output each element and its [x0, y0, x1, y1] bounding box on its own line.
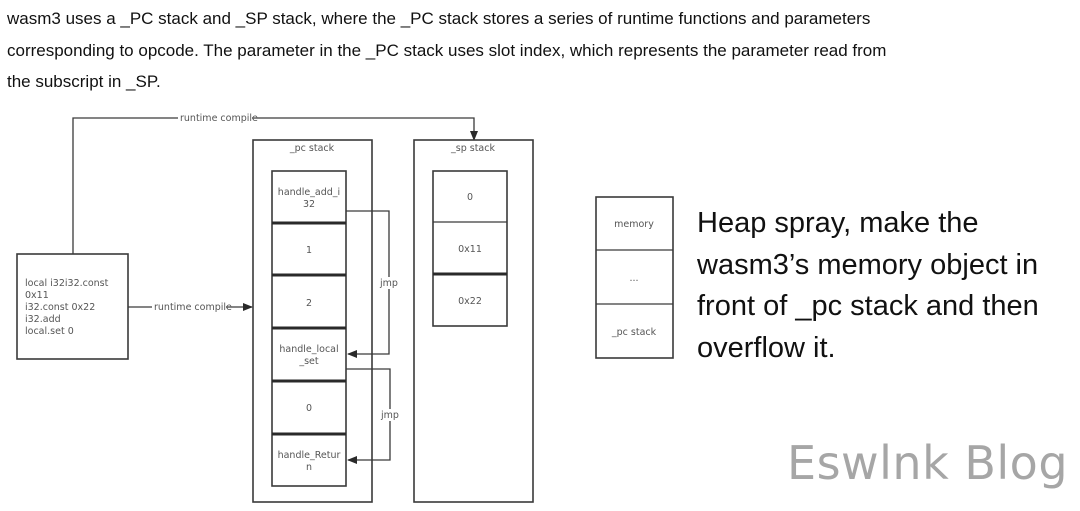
pc-stack-title: _pc stack	[289, 143, 335, 154]
sp-stack: _sp stack 0 0x11 0x22	[413, 139, 534, 503]
sp-cell-value: 0	[467, 192, 473, 203]
pc-cell-value: 1	[306, 245, 312, 256]
edge-label: runtime compile	[154, 302, 232, 313]
intro-line: corresponding to opcode. The parameter i…	[7, 40, 887, 60]
pc-cell-handle-add: handle_add_i	[278, 187, 340, 198]
code-line: i32.add	[25, 314, 61, 325]
intro-line: the subscript in _SP.	[7, 72, 161, 91]
jmp-edge-2: jmp	[346, 368, 399, 464]
jmp-edge-1: jmp	[346, 210, 398, 358]
pc-stack-cell: _pc stack	[611, 327, 657, 338]
runtime-compile-mid-edge: runtime compile	[128, 301, 253, 313]
note-line: front of _pc stack and then	[697, 290, 1039, 322]
pc-cell-handle-return: handle_Retur	[278, 450, 341, 461]
pc-cell-handle-add-cont: 32	[303, 199, 315, 210]
source-code-box: local i32i32.const 0x11 i32.const 0x22 i…	[16, 253, 129, 360]
memory-cell: memory	[614, 219, 654, 230]
note-line: Heap spray, make the	[697, 207, 979, 239]
sp-cell-value: 0x22	[458, 296, 482, 307]
jmp-label: jmp	[380, 410, 399, 421]
code-line: local i32i32.const	[25, 278, 109, 289]
code-line: 0x11	[25, 290, 49, 301]
intro-paragraph: wasm3 uses a _PC stack and _SP stack, wh…	[7, 3, 1077, 98]
watermark: Eswlnk Blog	[787, 436, 1069, 490]
note-line: overflow it.	[697, 331, 836, 364]
pc-stack-cells: handle_add_i 32 1 2 handle_local _set 0 …	[272, 187, 346, 473]
code-line: i32.const 0x22	[25, 302, 95, 313]
heap-spray-note: Heap spray, make the wasm3’s memory obje…	[697, 203, 1039, 369]
pc-cell-value: 0	[306, 403, 312, 414]
pc-stack: _pc stack handle_add_i 32 1 2 handle_loc…	[252, 139, 373, 503]
memory-layout: memory ... _pc stack	[595, 196, 674, 359]
pc-cell-handle-return-cont: n	[306, 462, 312, 473]
intro-line: wasm3 uses a _PC stack and _SP stack, wh…	[7, 9, 871, 28]
edge-label: runtime compile	[180, 113, 258, 124]
runtime-compile-top-edge: runtime compile	[72, 112, 478, 254]
jmp-label: jmp	[379, 278, 398, 289]
sp-stack-title: _sp stack	[450, 143, 495, 154]
code-line: local.set 0	[25, 326, 74, 337]
pc-cell-handle-local-set: handle_local	[279, 344, 338, 355]
ellipsis-cell: ...	[629, 273, 638, 284]
note-line: wasm3’s memory object in	[697, 248, 1039, 281]
pc-cell-handle-local-set-cont: _set	[298, 356, 319, 367]
pc-cell-value: 2	[306, 298, 312, 309]
sp-cell-value: 0x11	[458, 244, 482, 255]
